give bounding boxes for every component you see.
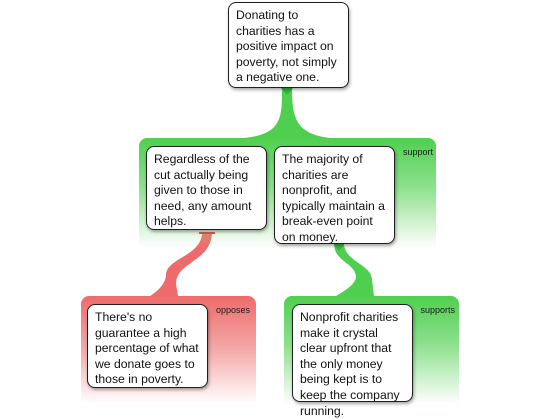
opposes-label: opposes (215, 305, 250, 315)
supports-label: supports (420, 305, 455, 315)
claim-card[interactable]: Donating to charities has a positive imp… (228, 2, 349, 88)
support-connector (244, 88, 330, 142)
argument-map: support opposes supports Donating to cha… (81, 2, 459, 418)
premise-card-2[interactable]: The majority of charities are nonprofit,… (274, 146, 395, 244)
support-label: support (402, 147, 433, 157)
supports-connector (334, 243, 374, 296)
claim-arrowhead (281, 88, 293, 95)
opposes-connector (150, 234, 212, 296)
sub-support-card[interactable]: Nonprofit charities make it crystal clea… (292, 304, 413, 418)
premise-card-1[interactable]: Regardless of the cut actually being giv… (146, 146, 267, 230)
objection-card[interactable]: There's no guarantee a high percentage o… (87, 304, 208, 388)
